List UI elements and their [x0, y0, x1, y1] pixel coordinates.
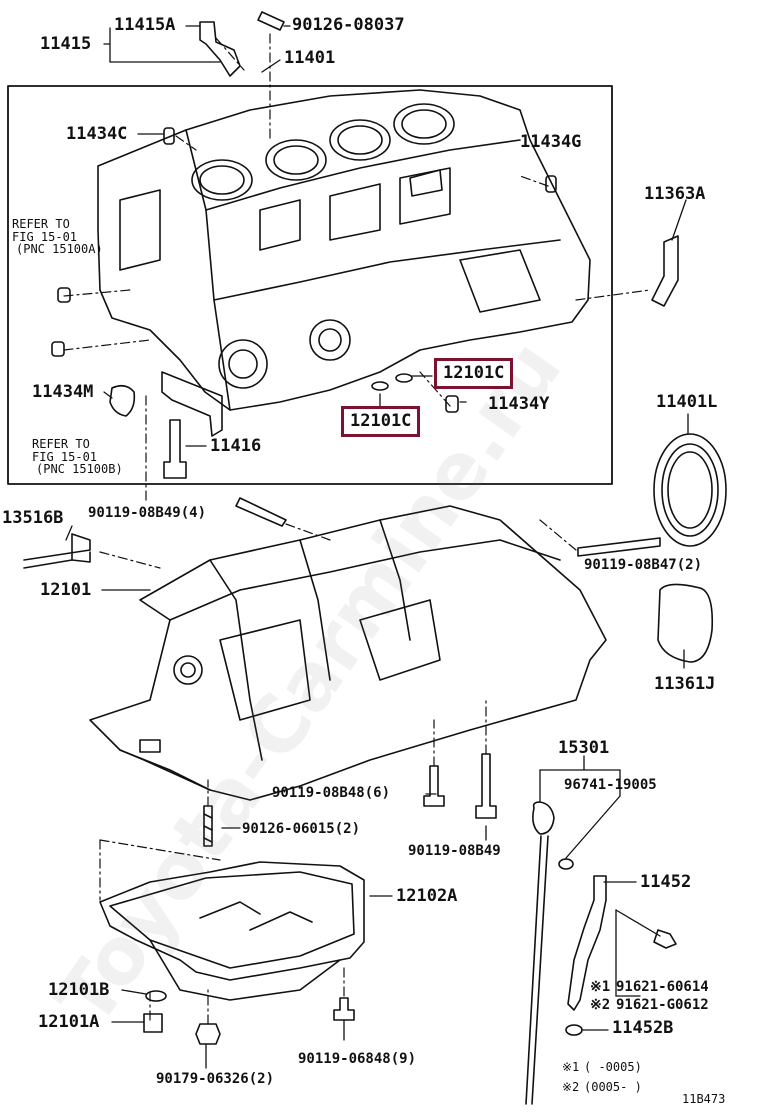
refer-note-lower: REFER TO FIG 15-01 (PNC 15100B)	[32, 438, 123, 476]
part-label-11452[interactable]: 11452	[640, 872, 692, 892]
part-label-12101A[interactable]: 12101A	[38, 1012, 100, 1032]
part-label-11401L[interactable]: 11401L	[656, 392, 718, 412]
part-label-90119-06848-9[interactable]: 90119-06848(9)	[298, 1051, 417, 1067]
part-label-91621-60614[interactable]: 91621-60614	[616, 979, 709, 995]
figure-code: 11B473	[682, 1092, 726, 1106]
part-label-90179-06326-2[interactable]: 90179-06326(2)	[156, 1071, 275, 1087]
part-label-11363A[interactable]: 11363A	[644, 184, 706, 204]
part-label-11434M[interactable]: 11434M	[32, 382, 94, 402]
mark-note-1: ※1	[590, 979, 611, 995]
dipstick-15301	[532, 801, 555, 835]
seal-piece-11363A	[651, 235, 679, 307]
oring-12101C-a	[395, 373, 413, 383]
guide-11452	[567, 875, 607, 1011]
mark-note-2: ※2	[590, 997, 611, 1013]
refer-note-lower-line2: FIG 15-01	[32, 449, 98, 464]
sensor-11415A	[199, 21, 241, 77]
part-label-12101C-highlighted-right[interactable]: 12101C	[434, 358, 514, 389]
bolt-90119-06848	[333, 997, 355, 1021]
bolt-91621	[653, 929, 677, 949]
part-label-90126-06015-2[interactable]: 90126-06015(2)	[242, 821, 361, 837]
pin-11434Y	[445, 395, 459, 413]
refer-note-lower-line1: REFER TO	[32, 437, 90, 451]
stud-90126-06015	[203, 805, 213, 847]
oring-12101C-b	[371, 381, 389, 391]
pin-upper-left	[57, 287, 71, 303]
refer-note-upper-line3: (PNC 15100A)	[16, 242, 103, 257]
gasket-12101B	[145, 990, 167, 1002]
part-label-12101[interactable]: 12101	[40, 580, 92, 600]
refer-note-upper-line1: REFER TO	[12, 217, 70, 231]
refer-note-upper-line2: FIG 15-01	[12, 229, 78, 244]
part-label-11452B[interactable]: 11452B	[612, 1018, 674, 1038]
part-label-96741-19005[interactable]: 96741-19005	[564, 777, 657, 793]
pipe-13516B	[23, 533, 91, 563]
plate-11434M	[109, 384, 136, 417]
part-label-15301[interactable]: 15301	[558, 738, 610, 758]
block-group-frame	[7, 85, 613, 485]
part-label-90126-08037[interactable]: 90126-08037	[292, 15, 405, 35]
bolt-90119-08B48-6	[423, 765, 445, 807]
part-label-11401[interactable]: 11401	[284, 48, 336, 68]
oil-pan-drawing	[89, 505, 607, 801]
part-label-90119-08B49-4[interactable]: 90119-08B49(4)	[88, 505, 207, 521]
bolt-90119-08B49-4	[235, 497, 287, 527]
part-label-11361J[interactable]: 11361J	[654, 674, 716, 694]
part-label-12101B[interactable]: 12101B	[48, 980, 110, 1000]
bolt-90119-08B47-2	[577, 537, 661, 557]
bearing-cap-11416	[161, 371, 223, 437]
lower-oil-pan-drawing	[99, 861, 365, 1001]
oring-96741-19005	[558, 858, 574, 870]
pin-11434G	[545, 175, 557, 193]
part-label-12102A[interactable]: 12102A	[396, 886, 458, 906]
refer-note-upper: REFER TO FIG 15-01 (PNC 15100A)	[12, 218, 103, 256]
part-label-90119-08B47-2[interactable]: 90119-08B47(2)	[584, 557, 703, 573]
bolt-90119-08B49	[475, 753, 497, 819]
footnote-1-text: ( -0005)	[584, 1060, 642, 1074]
part-label-11434Y[interactable]: 11434Y	[488, 394, 550, 414]
part-label-13516B[interactable]: 13516B	[2, 508, 64, 528]
rear-oil-seal-drawing	[653, 433, 727, 547]
cylinder-block-drawing	[97, 89, 591, 411]
part-label-11415[interactable]: 11415	[40, 34, 92, 54]
footnote-2-text: (0005- )	[584, 1080, 642, 1094]
cover-11361J	[657, 583, 714, 663]
oring-11452B	[565, 1024, 583, 1036]
bolt-11416	[163, 419, 187, 479]
part-label-11415A[interactable]: 11415A	[114, 15, 176, 35]
bolt-90126-08037	[257, 11, 285, 31]
part-label-11434G[interactable]: 11434G	[520, 132, 582, 152]
plug-12101A	[143, 1013, 163, 1033]
footnote-1-mark: ※1	[562, 1060, 580, 1074]
part-label-12101C-highlighted-lower[interactable]: 12101C	[341, 406, 421, 437]
nut-90179-06326	[195, 1023, 221, 1045]
part-label-91621-G0612[interactable]: 91621-G0612	[616, 997, 709, 1013]
part-label-90119-08B49[interactable]: 90119-08B49	[408, 843, 501, 859]
pin-11434M	[51, 341, 65, 357]
part-label-90119-08B48-6[interactable]: 90119-08B48(6)	[272, 785, 391, 801]
part-label-11416[interactable]: 11416	[210, 436, 262, 456]
part-label-11434C[interactable]: 11434C	[66, 124, 128, 144]
pin-11434C	[163, 127, 175, 145]
refer-note-lower-line3: (PNC 15100B)	[36, 462, 123, 477]
footnote-2-mark: ※2	[562, 1080, 580, 1094]
